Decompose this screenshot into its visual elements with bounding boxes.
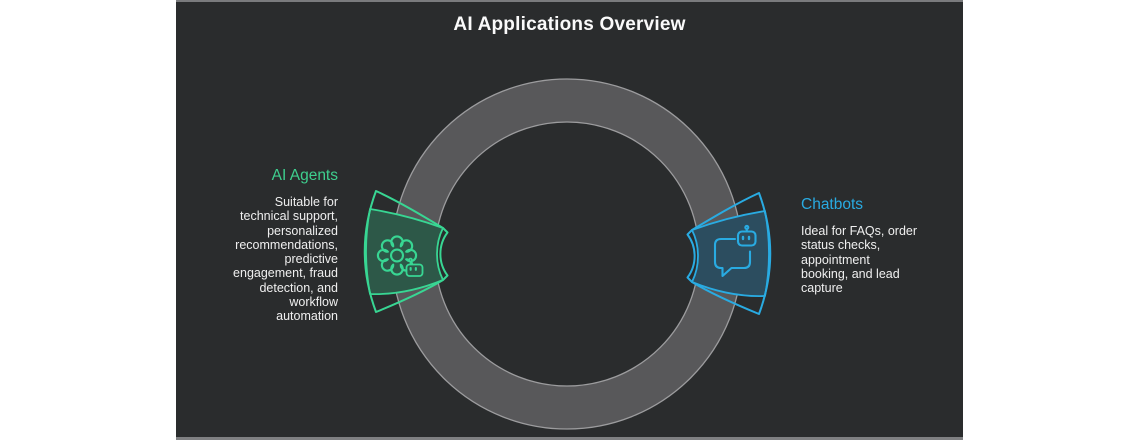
diagram-title: AI Applications Overview xyxy=(453,14,686,35)
node-ai-agents-shape xyxy=(363,190,449,313)
chatbots-label: Chatbots xyxy=(801,196,864,213)
ring xyxy=(391,78,743,430)
diagram-panel: AI Applications Overview xyxy=(176,0,963,440)
diagram-canvas xyxy=(363,78,772,430)
ai-agents-label: AI Agents xyxy=(271,167,338,184)
robot-head-icon-green xyxy=(405,257,424,277)
chatbot-icon xyxy=(713,224,757,278)
